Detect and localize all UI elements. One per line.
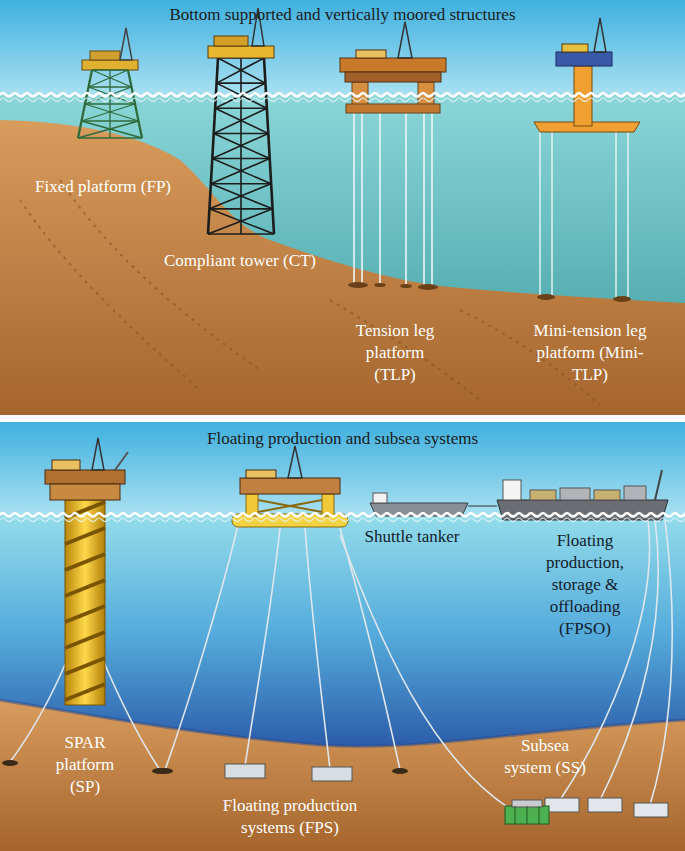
part-label: Mini-tension leg platform (Mini-TLP) — [533, 320, 648, 386]
lattice-brace — [85, 104, 139, 121]
seabed-tracks — [20, 180, 600, 405]
lattice-brace — [82, 104, 136, 121]
lattice-brace — [82, 121, 143, 138]
wave-line — [0, 518, 685, 522]
lattice-brace — [89, 86, 132, 87]
compliant-tower — [208, 8, 274, 234]
lattice-brace — [85, 103, 135, 104]
wave-line — [0, 98, 685, 102]
part-label: Subsea system (SS) — [498, 735, 593, 779]
wave-line — [0, 93, 685, 97]
part-label: Shuttle tanker — [342, 526, 482, 548]
lattice-brace — [208, 233, 274, 235]
lattice-brace — [78, 121, 139, 138]
part-label: SPAR platform (SP) — [46, 732, 124, 798]
helical-strake — [65, 658, 105, 674]
lattice-brace — [212, 133, 268, 158]
lattice-brace — [209, 184, 271, 209]
part-label: Tension leg platform (TLP) — [345, 320, 445, 386]
helical-strake — [65, 684, 105, 700]
lattice-brace — [89, 70, 129, 87]
helical-strake — [65, 632, 105, 648]
subsea-template — [505, 800, 549, 824]
wave-line — [0, 513, 685, 517]
spar-platform — [2, 438, 168, 774]
helical-strake — [65, 528, 105, 544]
mini-tension-leg-platform — [534, 18, 640, 302]
part-label: Compliant tower (CT) — [140, 250, 340, 272]
lattice-brace — [217, 58, 264, 83]
part-label: Floating production systems (FPS) — [208, 795, 373, 839]
lattice-brace — [212, 158, 269, 160]
water — [0, 95, 685, 415]
lattice-brace — [92, 70, 132, 87]
tension-leg-platform — [340, 22, 446, 290]
lattice-brace — [211, 183, 271, 185]
floating-production-system — [157, 446, 515, 812]
lattice-brace — [211, 159, 270, 184]
lattice-brace — [92, 69, 128, 70]
lattice-brace — [217, 82, 266, 84]
fixed-platform — [78, 28, 142, 138]
part-label: Floating production, storage & offloadin… — [538, 530, 633, 640]
panel-heading: Bottom supported and vertically moored s… — [0, 4, 685, 26]
wave-lines — [0, 93, 685, 522]
seabed — [0, 700, 685, 851]
panel-heading: Floating production and subsea systems — [0, 428, 685, 450]
seabed — [0, 120, 685, 415]
lattice-brace — [214, 108, 267, 133]
lattice-brace — [209, 208, 272, 210]
lattice-brace — [214, 133, 269, 135]
lattice-brace — [215, 107, 267, 109]
part-label: Fixed platform (FP) — [3, 176, 203, 198]
helical-strake — [65, 554, 105, 570]
helical-strake — [65, 580, 105, 596]
lattice-brace — [208, 209, 273, 234]
helical-strake — [65, 606, 105, 622]
lattice-brace — [78, 137, 142, 138]
lattice-brace — [82, 120, 139, 121]
